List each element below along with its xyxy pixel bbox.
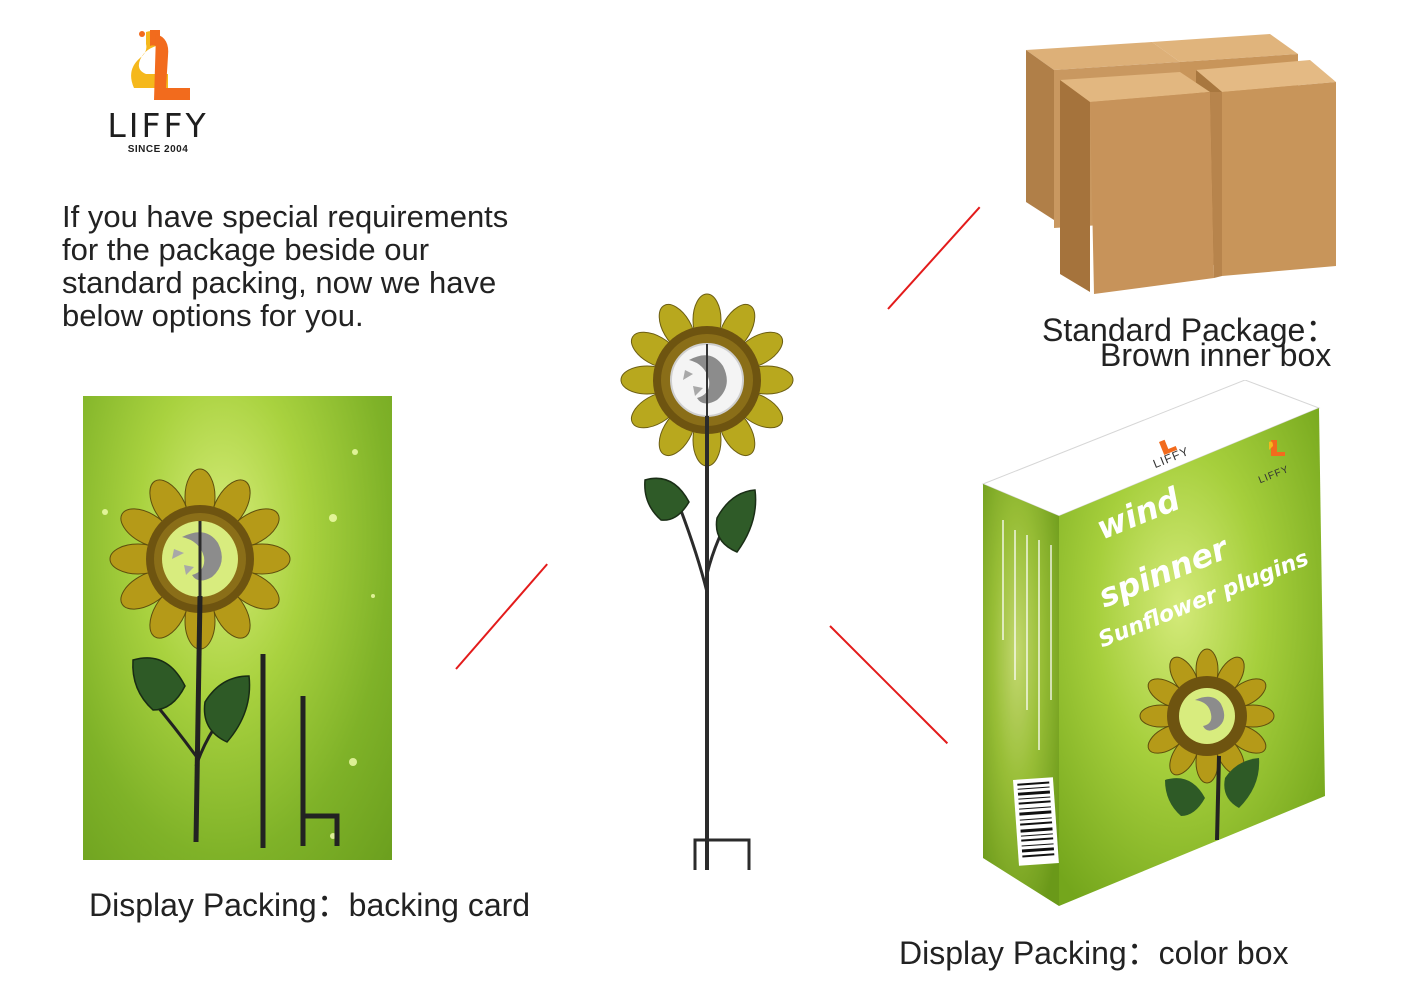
intro-line: standard packing, now we have [62,265,497,300]
connector-line [887,206,981,310]
connector-line [455,563,548,670]
brown-inner-boxes [1020,30,1340,300]
logo-brand: LIFFY [107,106,209,145]
brown-inner-box-caption: Brown inner box [1100,337,1332,373]
color-box-caption: Display Packing：color box [899,935,1289,971]
backing-card-illustration-icon [102,449,375,848]
intro-text: If you have special requirements for the… [62,200,562,332]
intro-line: If you have special requirements [62,199,509,234]
backing-card-caption: Display Packing：backing card [89,887,531,923]
sunflower-stake-product [615,292,800,872]
intro-line: below options for you. [62,298,364,333]
color-box-illustration-icon [981,379,1325,906]
standard-package-caption: Standard Package： [1042,312,1338,348]
liffy-mark-icon [131,30,190,100]
logo-since: SINCE 2004 [127,144,189,155]
color-box: wind spinner Sunflower plugins LIFFY LIF… [975,379,1335,910]
liffy-logo: LIFFY SINCE 2004 [98,28,218,158]
backing-card [83,396,392,860]
sunflower-stake-icon [620,293,794,870]
cardboard-boxes-icon [1026,34,1336,294]
connector-line [829,625,949,745]
intro-line: for the package beside our [62,232,430,267]
